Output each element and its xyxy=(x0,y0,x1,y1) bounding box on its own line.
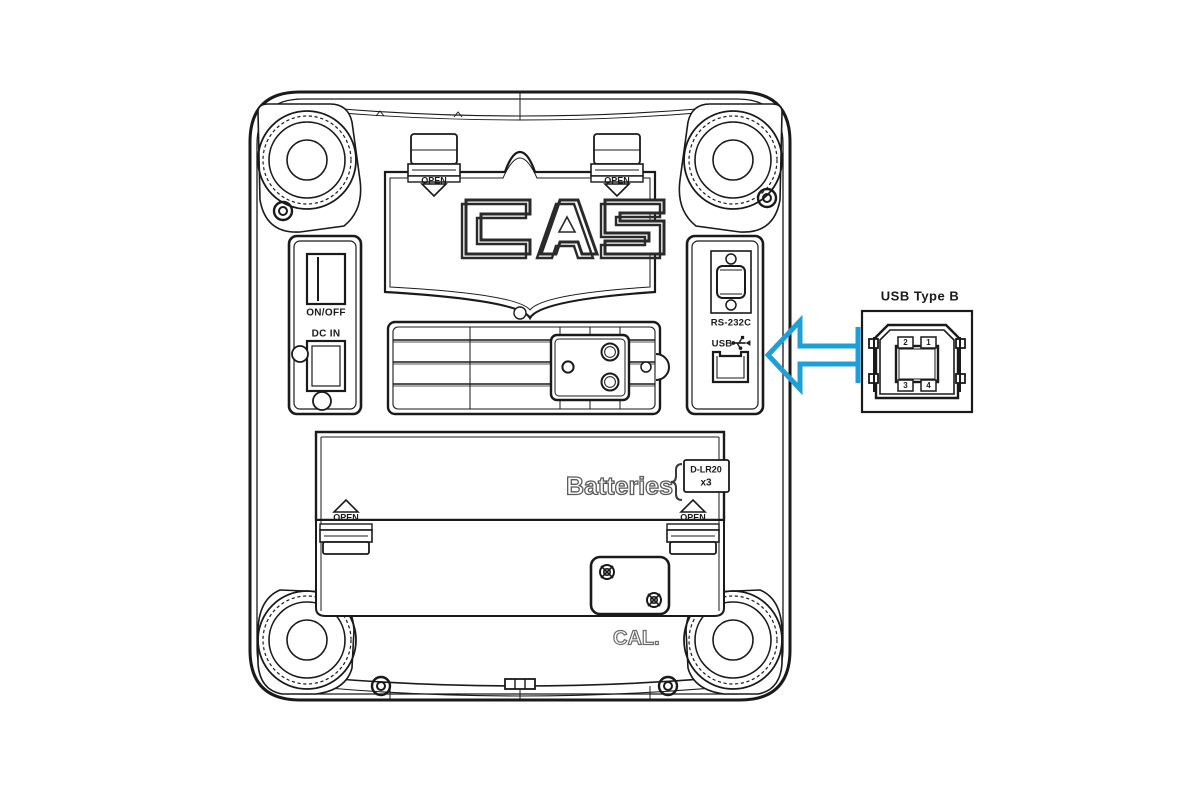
panel-hole-left xyxy=(291,345,309,363)
foot-screw-top-left xyxy=(272,200,294,222)
rs232c-label: RS-232C xyxy=(711,318,751,329)
left-arrow-icon xyxy=(764,314,861,396)
battery-brace-icon xyxy=(670,463,683,501)
usb-pin-3: 3 xyxy=(897,379,914,392)
dc-in-jack[interactable] xyxy=(305,339,347,393)
cable-channel-panel xyxy=(386,306,670,416)
usb-detail-title: USB Type B xyxy=(881,288,959,303)
foot-screw-top-right xyxy=(756,187,778,209)
panel-hole-bottom xyxy=(312,391,332,411)
open-arrow-up-icon xyxy=(679,498,707,513)
batteries-label: Batteries xyxy=(566,473,673,501)
bottom-vent-slot xyxy=(504,678,536,690)
power-switch[interactable] xyxy=(305,252,347,306)
right-port-panel: RS-232C USB xyxy=(685,234,765,416)
battery-label-group: Batteries D-LR20 x3 xyxy=(565,459,730,501)
foot-top-left xyxy=(257,103,362,233)
usb-pin-2-label: 2 xyxy=(903,338,908,347)
battery-spec-count: x3 xyxy=(700,478,712,489)
open-tab-label: OPEN xyxy=(421,175,447,185)
top-marker-right xyxy=(453,111,463,118)
cable-exit-inner xyxy=(640,361,652,373)
foot-top-right xyxy=(678,103,783,233)
usb-pin-4-label: 4 xyxy=(926,381,931,390)
open-arrow-down-icon xyxy=(420,183,448,198)
open-tab-label: OPEN xyxy=(604,175,630,185)
cable-bracket xyxy=(549,333,631,402)
cal-label: CAL. xyxy=(613,627,660,649)
bottom-screw-left xyxy=(370,675,392,697)
left-port-panel: ON/OFF DC IN xyxy=(287,234,363,416)
open-tab-top-left[interactable]: OPEN xyxy=(407,133,461,198)
open-tab-label: OPEN xyxy=(333,512,359,522)
power-switch-label: ON/OFF xyxy=(306,308,346,319)
dc-in-label: DC IN xyxy=(312,329,341,340)
open-tab-bottom-left[interactable]: OPEN xyxy=(319,498,373,555)
usb-pin-4: 4 xyxy=(920,379,937,392)
usb-label: USB xyxy=(712,339,733,350)
bottom-screw-right xyxy=(657,675,679,697)
cas-center-plate xyxy=(383,150,657,321)
battery-spec-type: D-LR20 xyxy=(690,464,722,474)
usb-type-b-detail: USB Type B 2 1 3 4 xyxy=(860,288,974,414)
cas-logo xyxy=(460,198,666,260)
rs232c-port[interactable] xyxy=(710,250,752,314)
usb-pin-2: 2 xyxy=(897,336,914,349)
battery-spec-box xyxy=(683,459,730,493)
cal-seal-plate xyxy=(589,555,671,616)
open-arrow-up-icon xyxy=(332,498,360,513)
usb-pin-1: 1 xyxy=(920,336,937,349)
usb-port[interactable] xyxy=(711,350,750,384)
top-marker-left xyxy=(375,110,385,117)
callout-arrow xyxy=(764,314,861,396)
usb-trident-icon xyxy=(731,335,751,350)
open-tab-top-right[interactable]: OPEN xyxy=(590,133,644,198)
usb-contact-block xyxy=(894,344,940,384)
usb-pin-3-label: 3 xyxy=(903,381,908,390)
usb-pin-1-label: 1 xyxy=(926,338,931,347)
open-tab-label: OPEN xyxy=(680,512,706,522)
cas-logo-triangle-icon xyxy=(557,215,577,233)
channel-top-hole xyxy=(513,306,527,320)
open-arrow-down-icon xyxy=(603,183,631,198)
cable-exit-hole xyxy=(655,353,670,381)
open-tab-bottom-right[interactable]: OPEN xyxy=(666,498,720,555)
